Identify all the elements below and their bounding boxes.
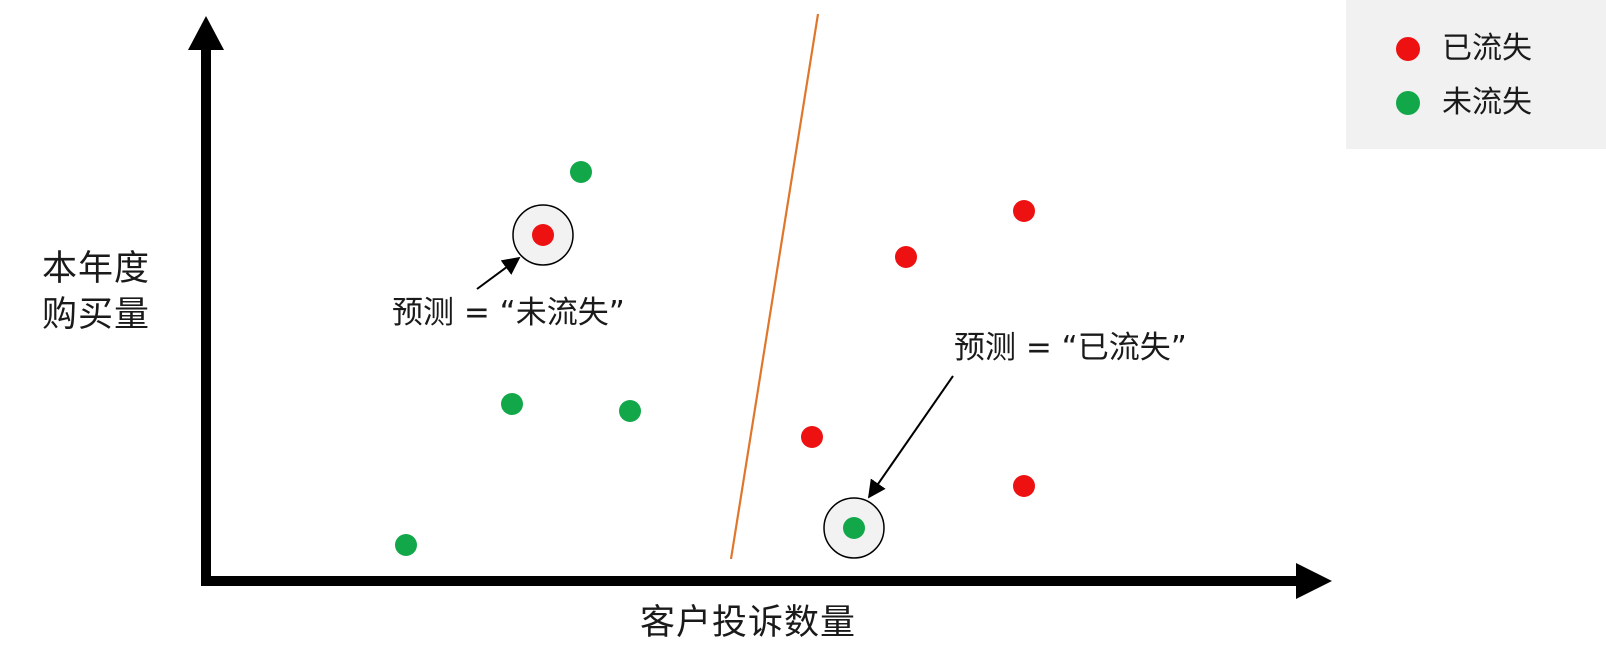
legend-dot-churned [1396, 37, 1420, 61]
x-axis-arrowhead [1296, 563, 1332, 599]
legend-item-retained: 未流失 [1396, 88, 1532, 118]
legend: 已流失 未流失 [1346, 0, 1606, 149]
annotation-arrow-2 [867, 375, 954, 499]
point-churned-misclassified [532, 224, 554, 246]
legend-dot-retained [1396, 91, 1420, 115]
y-axis-label-line2: 购买量 [42, 295, 151, 335]
point-retained [619, 400, 641, 422]
annotation-predicted-retained: 预测 = “未流失” [392, 295, 625, 331]
point-churned [1013, 475, 1035, 497]
point-retained-misclassified [843, 517, 865, 539]
x-axis-label: 客户投诉数量 [640, 603, 857, 643]
point-churned [895, 246, 917, 268]
legend-label-churned: 已流失 [1442, 31, 1532, 66]
point-retained [570, 161, 592, 183]
y-axis-label: 本年度 购买量 [42, 246, 162, 338]
point-retained [395, 534, 417, 556]
decision-boundary-line [729, 13, 820, 560]
y-axis-label-line1: 本年度 [42, 249, 151, 289]
y-axis-arrowhead [188, 16, 224, 50]
annotation-arrow-1 [476, 256, 521, 290]
point-retained [501, 393, 523, 415]
point-churned [801, 426, 823, 448]
annotation-predicted-churned: 预测 = “已流失” [954, 330, 1187, 366]
legend-item-churned: 已流失 [1396, 34, 1532, 64]
point-churned [1013, 200, 1035, 222]
legend-label-retained: 未流失 [1442, 85, 1532, 120]
